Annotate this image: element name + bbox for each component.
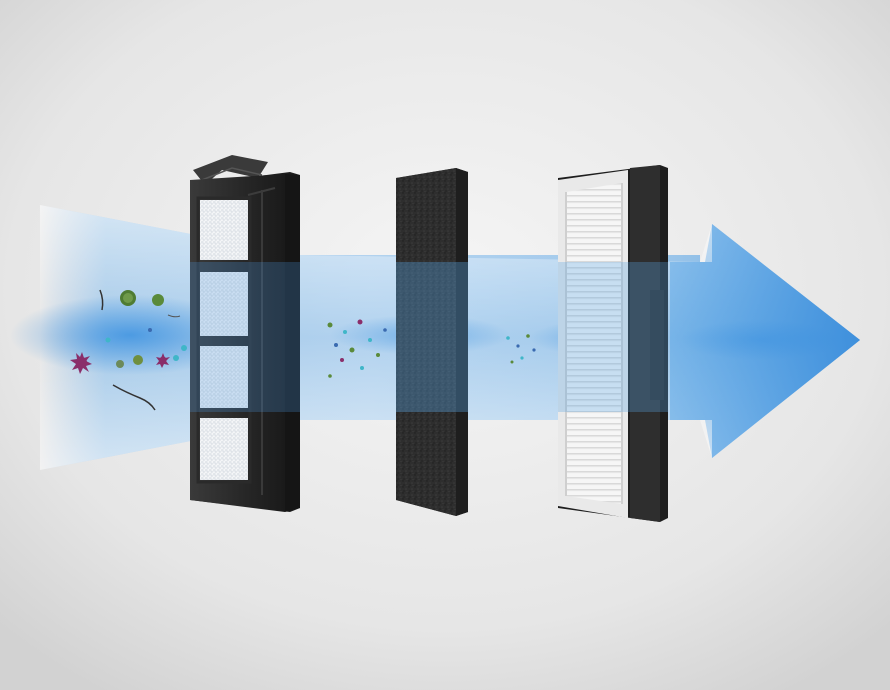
particle-icon xyxy=(70,289,187,411)
particle-icon xyxy=(327,319,387,378)
hepa-filter-icon xyxy=(558,165,668,522)
sponge-filter-icon xyxy=(396,168,468,516)
primary-filter-icon xyxy=(190,155,300,512)
particle-icon xyxy=(506,334,536,364)
